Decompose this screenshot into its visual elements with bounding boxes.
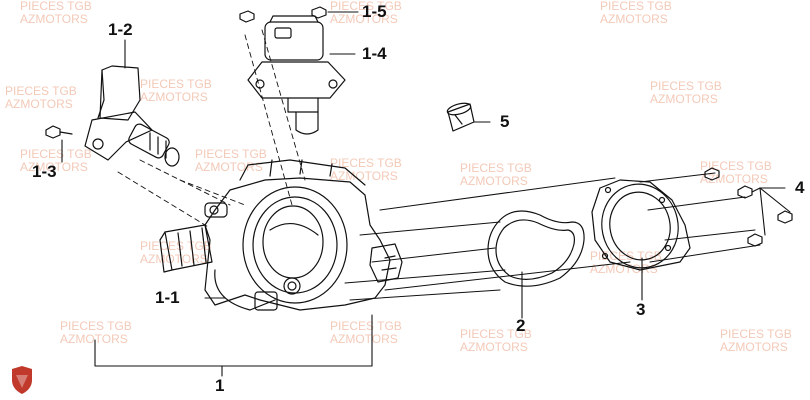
callout-1-3: 1-3 [32,162,57,181]
cap-5 [446,102,475,132]
callout-1-5: 1-5 [362,2,387,21]
screw-1-3 [45,125,73,139]
callout-1-1: 1-1 [155,288,180,307]
flange-plate-3 [591,179,691,271]
throttle-body-1 [159,159,403,311]
leader-lines [61,11,791,377]
screws-1-5 [239,6,327,23]
callout-3: 3 [636,300,646,319]
callout-2: 2 [516,316,526,335]
explosion-guide-lines [344,172,761,301]
idle-actuator-1-4 [247,15,346,135]
callout-1-2: 1-2 [108,20,133,39]
callout-1-4: 1-4 [362,44,387,63]
gasket-2 [487,210,585,287]
bolts-4 [704,167,793,247]
dashed-centre-lines [117,29,306,229]
callout-5: 5 [500,112,510,131]
callout-1: 1 [215,376,225,395]
callout-4: 4 [795,178,805,197]
brand-shield-logo [12,366,32,394]
sensor-1-2 [84,65,180,167]
